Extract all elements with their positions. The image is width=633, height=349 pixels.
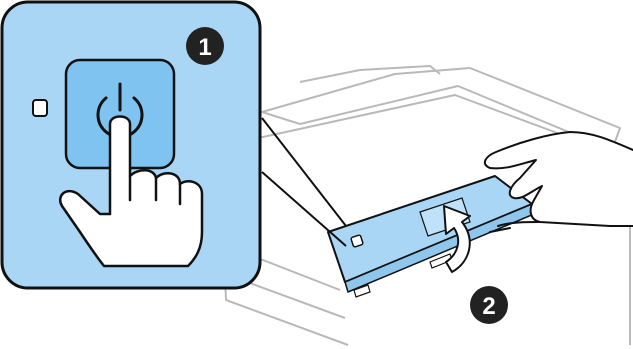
- printer-paper-support: [299, 65, 441, 83]
- printer-scanner-lid: [261, 67, 621, 151]
- power-light-icon: [32, 99, 48, 117]
- step-badge-1: 1: [186, 27, 224, 65]
- zoom-callout: [0, 0, 347, 290]
- curved-up-arrow-icon: [443, 205, 471, 273]
- lifting-hand-icon: [483, 131, 633, 233]
- panel-slot-2: [353, 284, 371, 298]
- pointing-hand-icon: [59, 115, 204, 268]
- step-number-1: 1: [198, 34, 211, 61]
- step-number-2: 2: [482, 293, 495, 320]
- step-badge-2: 2: [470, 286, 508, 324]
- panel-small-button: [350, 234, 364, 248]
- zoom-connector-line: [261, 117, 347, 247]
- operation-panel: [327, 175, 535, 298]
